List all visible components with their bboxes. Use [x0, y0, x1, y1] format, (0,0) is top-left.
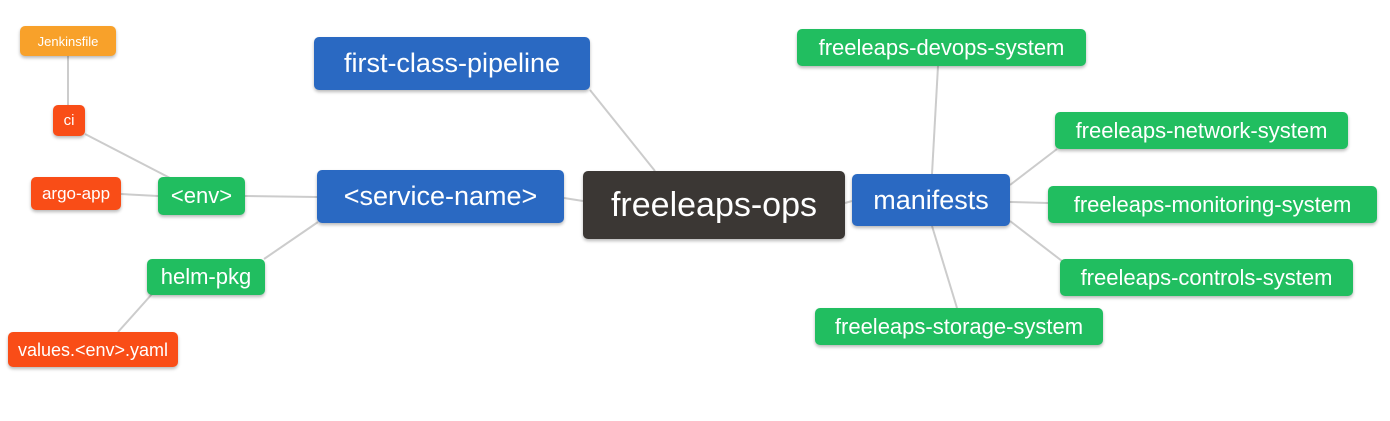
edge-manifests-to-freeleaps-monitoring-system	[1009, 201, 1049, 204]
edge-manifests-to-freeleaps-network-system	[1009, 148, 1058, 186]
node-ci[interactable]: ci	[53, 105, 85, 136]
edge-freeleaps-ops-to-manifests	[844, 200, 853, 204]
edge-values-env-yaml-to-helm-pkg	[117, 293, 153, 333]
node-values-env-yaml[interactable]: values.<env>.yaml	[8, 332, 178, 367]
edge-env-to-service-name	[244, 195, 318, 198]
node-first-class-pipeline[interactable]: first-class-pipeline	[314, 37, 590, 90]
edge-first-class-pipeline-to-freeleaps-ops	[589, 89, 656, 172]
node-freeleaps-controls-system[interactable]: freeleaps-controls-system	[1060, 259, 1353, 296]
edge-argo-app-to-env	[120, 193, 159, 197]
edge-manifests-to-freeleaps-storage-system	[931, 225, 958, 309]
edge-ci-to-env	[84, 133, 171, 179]
edge-manifests-to-freeleaps-controls-system	[1009, 220, 1063, 262]
node-freeleaps-network-system[interactable]: freeleaps-network-system	[1055, 112, 1348, 149]
node-freeleaps-devops-system[interactable]: freeleaps-devops-system	[797, 29, 1086, 66]
node-jenkinsfile[interactable]: Jenkinsfile	[20, 26, 116, 56]
node-freeleaps-storage-system[interactable]: freeleaps-storage-system	[815, 308, 1103, 345]
node-service-name[interactable]: <service-name>	[317, 170, 564, 223]
edge-freeleaps-devops-system-to-manifests	[931, 65, 939, 175]
node-helm-pkg[interactable]: helm-pkg	[147, 259, 265, 295]
edge-helm-pkg-to-service-name	[263, 221, 319, 260]
node-manifests[interactable]: manifests	[852, 174, 1010, 226]
edge-service-name-to-freeleaps-ops	[563, 197, 584, 202]
node-freeleaps-monitoring-system[interactable]: freeleaps-monitoring-system	[1048, 186, 1377, 223]
node-freeleaps-ops[interactable]: freeleaps-ops	[583, 171, 845, 239]
node-env[interactable]: <env>	[158, 177, 245, 215]
node-argo-app[interactable]: argo-app	[31, 177, 121, 210]
